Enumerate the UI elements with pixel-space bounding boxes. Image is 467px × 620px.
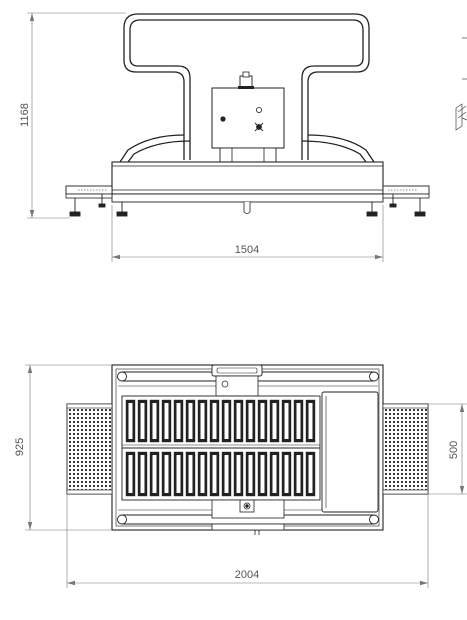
top-view: 925 500 2004 <box>14 364 467 588</box>
gear-switch <box>254 122 264 132</box>
blade-slot-highlight <box>140 455 145 493</box>
blade-slot-highlight <box>224 455 229 493</box>
blade-slot-highlight <box>200 403 205 439</box>
side-view-partial <box>455 37 467 131</box>
blade-slot-highlight <box>164 403 169 439</box>
blade-slot-highlight <box>128 403 133 439</box>
blade-slot-highlight <box>176 403 181 439</box>
depth-925-label: 925 <box>14 438 26 456</box>
control-box <box>211 71 285 163</box>
blade-slot-highlight <box>164 455 169 493</box>
handle-frame <box>119 13 375 163</box>
dimension-width-1504: 1504 <box>111 205 384 262</box>
blade-slot-highlight <box>236 403 241 439</box>
width-2004-label: 2004 <box>235 569 259 581</box>
blade-slot-highlight <box>308 403 313 439</box>
right-cover <box>321 391 379 513</box>
dimension-depth-500: 500 <box>428 403 467 495</box>
blade-slot-highlight <box>152 403 157 439</box>
blade-slot-highlight <box>284 455 289 493</box>
width-1504-label: 1504 <box>235 244 259 256</box>
feet <box>69 194 426 217</box>
blade-row-lower <box>125 451 316 497</box>
blade-slot-highlight <box>200 455 205 493</box>
dimension-height-1168: 1168 <box>19 12 126 219</box>
blade-slot-highlight <box>272 403 277 439</box>
blade-slot-highlight <box>188 403 193 439</box>
blade-slot-highlight <box>272 455 277 493</box>
right-perforated-tray <box>382 403 429 495</box>
dimension-width-2004: 2004 <box>66 494 429 588</box>
blade-slot-highlight <box>260 455 265 493</box>
left-tray <box>65 185 113 199</box>
machine-body <box>111 161 384 214</box>
right-tray <box>382 185 430 199</box>
blade-slot-highlight <box>188 455 193 493</box>
blade-slot-highlight <box>140 403 145 439</box>
blade-slot-highlight <box>176 455 181 493</box>
blade-slot-highlight <box>260 403 265 439</box>
depth-500-label: 500 <box>448 441 460 459</box>
blade-slot-highlight <box>284 403 289 439</box>
blade-slot-highlight <box>128 455 133 493</box>
front-view: 1168 1504 <box>19 12 430 262</box>
blade-slot-highlight <box>296 403 301 439</box>
blade-slot-highlight <box>224 403 229 439</box>
height-1168-label: 1168 <box>19 103 31 127</box>
blade-slot-highlight <box>212 455 217 493</box>
control-tab <box>211 364 263 397</box>
blade-slot-highlight <box>248 455 253 493</box>
blade-slot-highlight <box>236 455 241 493</box>
indicator-dot <box>220 116 226 122</box>
dimension-depth-925: 925 <box>14 364 112 531</box>
bottom-connector <box>211 499 285 535</box>
blade-slot-highlight <box>296 455 301 493</box>
blade-slot-highlight <box>248 403 253 439</box>
blade-slot-highlight <box>152 455 157 493</box>
blade-row-upper <box>125 399 316 443</box>
blade-slot-highlight <box>308 455 313 493</box>
blade-slot-highlight <box>212 403 217 439</box>
control-knob <box>255 107 262 114</box>
left-perforated-tray <box>66 403 113 495</box>
